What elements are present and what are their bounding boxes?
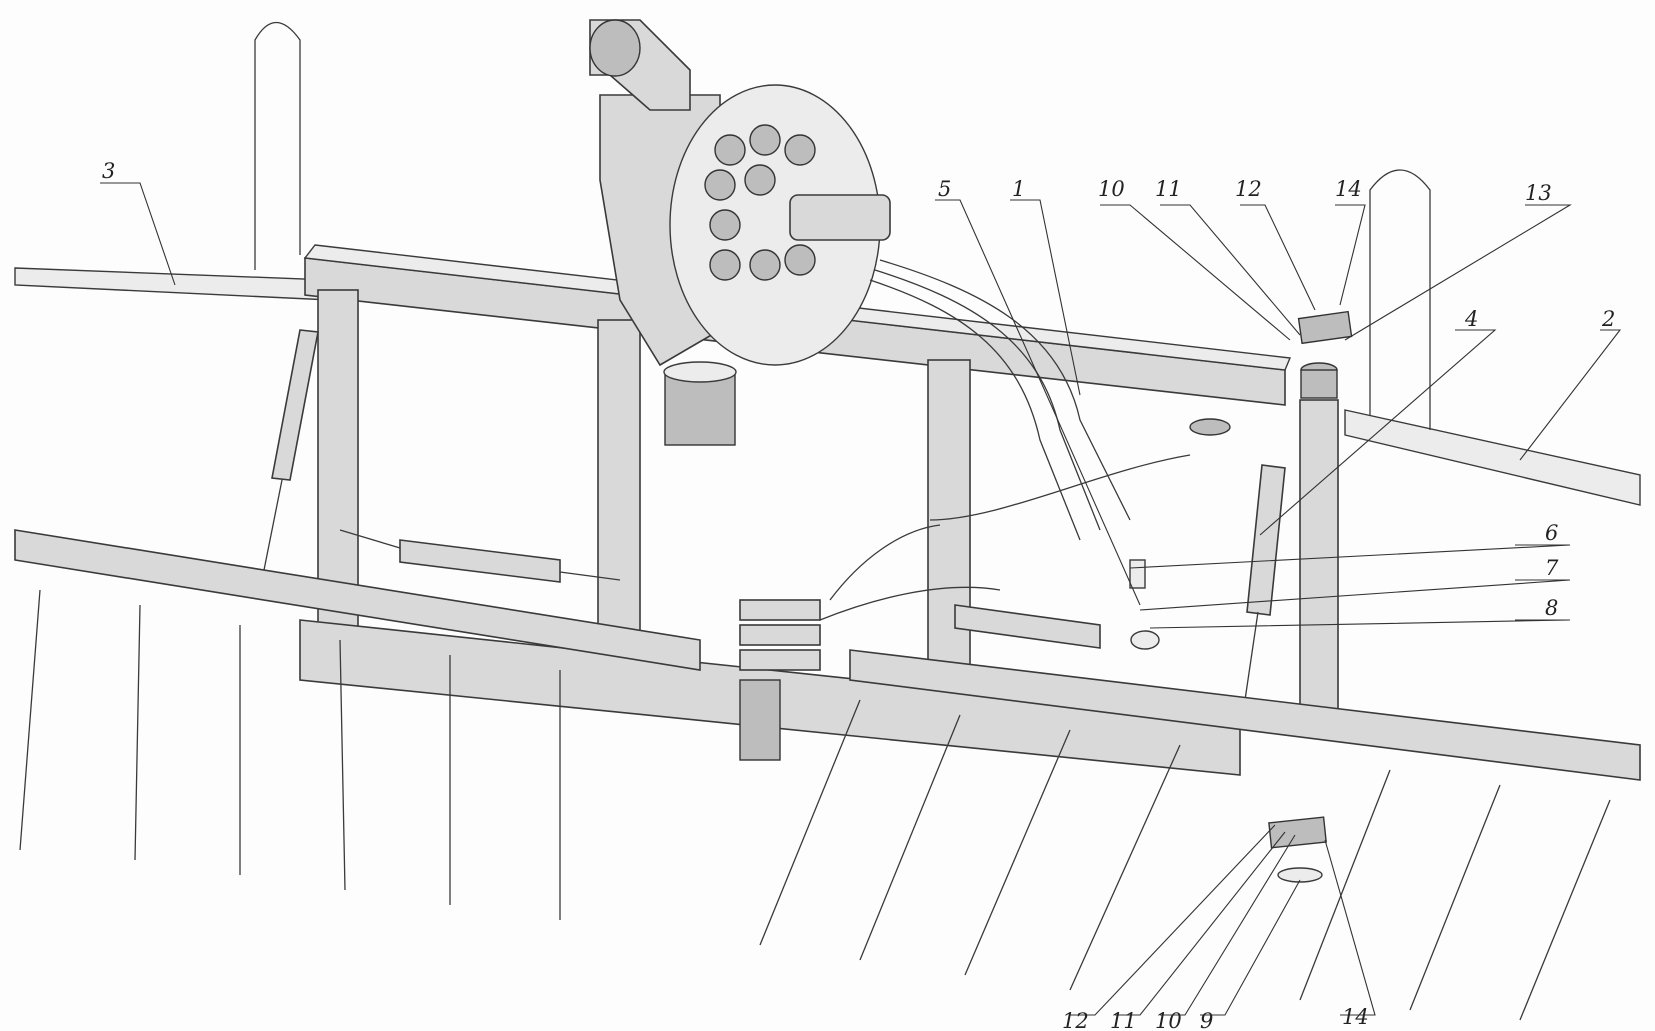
hose-1	[879, 259, 1131, 521]
hose-3	[869, 279, 1081, 541]
right-boom	[1344, 409, 1641, 506]
leader-lines	[100, 182, 1622, 1016]
label-12-top: 12	[1235, 177, 1262, 201]
label-13: 13	[1525, 181, 1552, 205]
pin-top	[1189, 418, 1231, 436]
label-14-bottom: 14	[1342, 1005, 1369, 1029]
cylinder-4	[1244, 464, 1286, 701]
label-9: 9	[1200, 1009, 1213, 1031]
label-11-top: 11	[1155, 177, 1182, 201]
tube-beam-right	[849, 649, 1641, 781]
hose-2	[874, 269, 1101, 531]
bracket-plate-top	[1297, 310, 1353, 345]
fan-distributor	[589, 19, 891, 446]
label-10-top: 10	[1098, 177, 1125, 201]
cylinder-left-vertical	[261, 329, 319, 581]
pin-6	[1129, 559, 1146, 589]
label-4: 4	[1464, 307, 1478, 331]
label-2: 2	[1601, 307, 1615, 331]
label-6: 6	[1545, 521, 1558, 545]
hose-4	[929, 454, 1191, 521]
bracket-plate-bottom	[1268, 816, 1327, 849]
ring-9	[1277, 867, 1323, 883]
tines-row	[19, 589, 1611, 1021]
cylinder-5	[954, 604, 1160, 650]
post-right	[1299, 399, 1339, 731]
label-12-bottom: 12	[1062, 1009, 1089, 1031]
valve-block	[739, 599, 821, 761]
hose-5	[829, 524, 941, 601]
tube-beam-left	[14, 529, 701, 671]
label-5: 5	[938, 177, 951, 201]
label-11-bottom: 11	[1110, 1009, 1137, 1031]
label-10-bottom: 10	[1155, 1009, 1182, 1031]
label-3: 3	[102, 159, 115, 183]
left-handle	[254, 22, 301, 270]
left-boom	[14, 267, 331, 301]
post-sleeve	[1300, 369, 1338, 399]
right-handle	[1369, 169, 1431, 430]
label-8: 8	[1545, 596, 1558, 620]
label-14-top: 14	[1335, 177, 1362, 201]
cylinder-horizontal	[339, 529, 621, 583]
label-7: 7	[1545, 556, 1559, 580]
label-1: 1	[1012, 177, 1025, 201]
hose-6	[819, 586, 1001, 621]
